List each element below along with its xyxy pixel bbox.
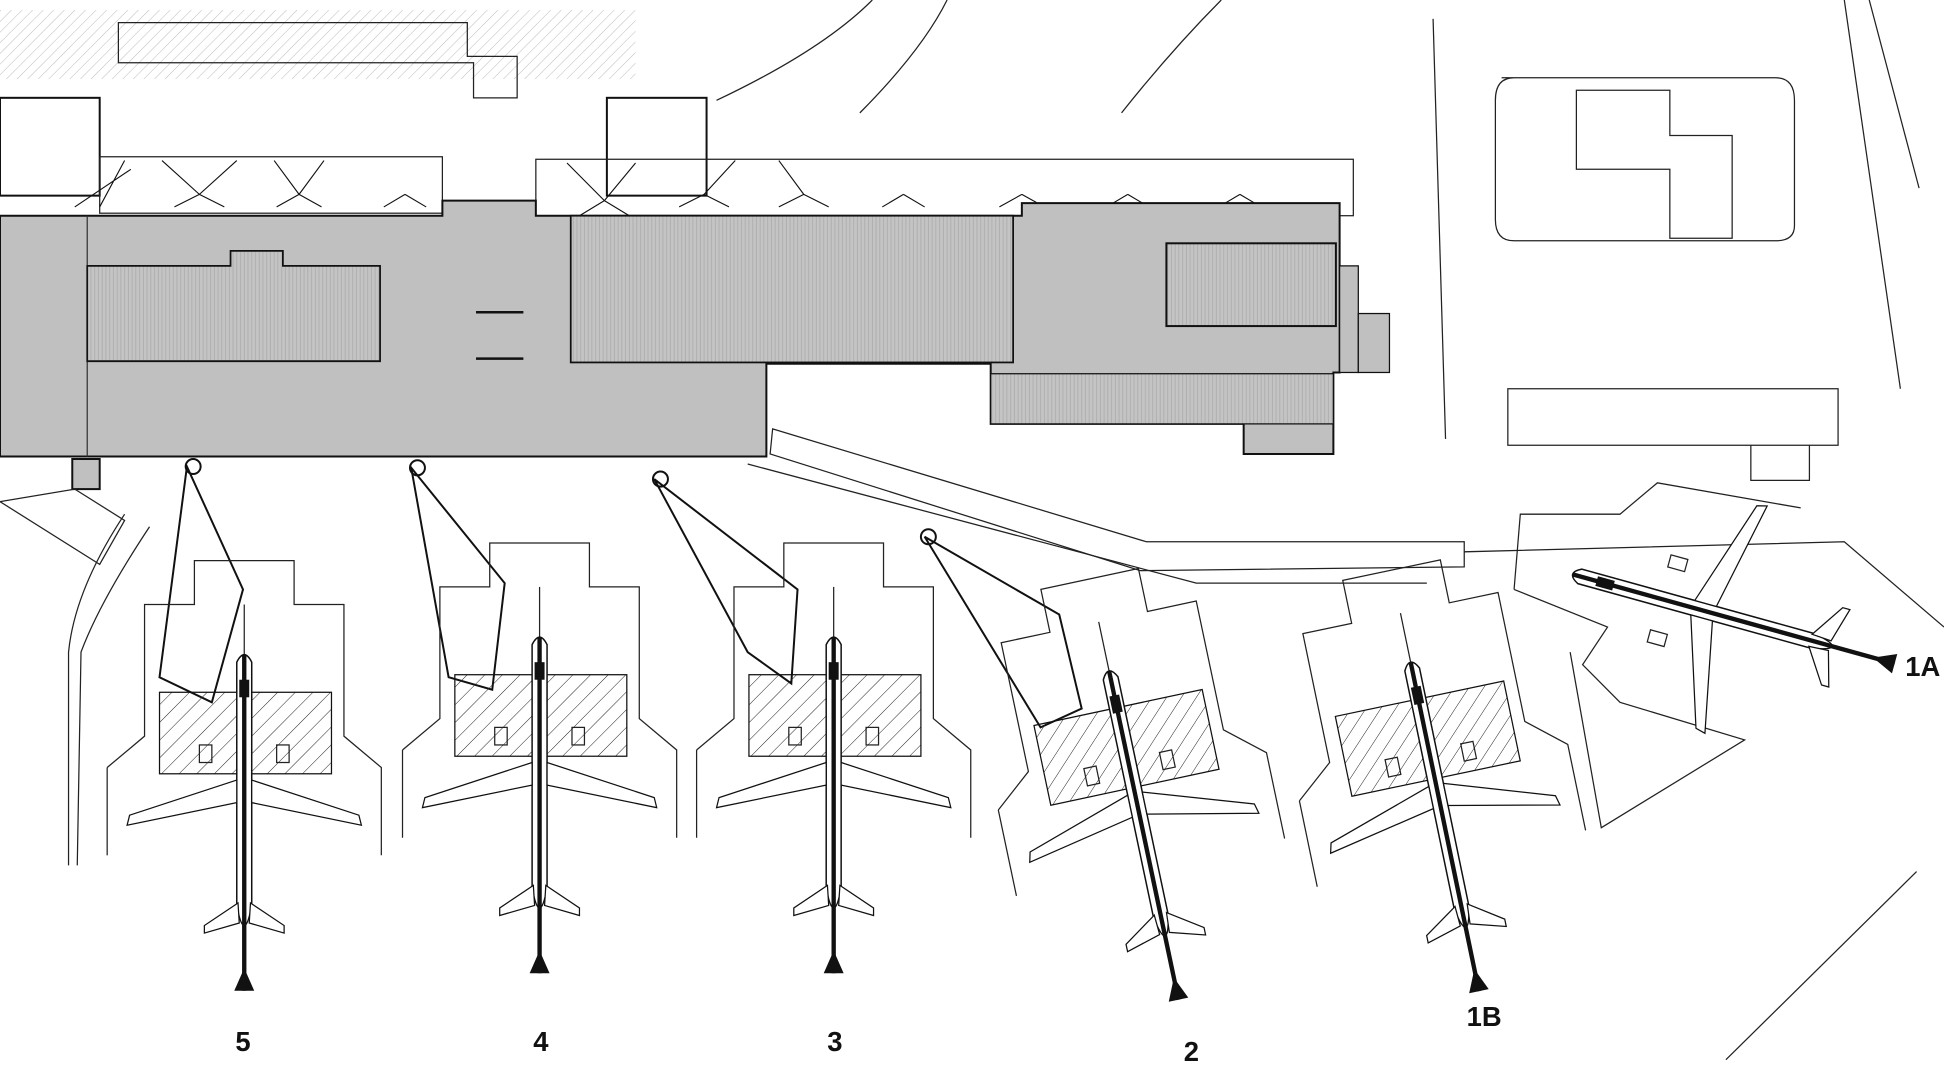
stand-label: 4: [533, 1026, 549, 1057]
stand-3[interactable]: 3: [695, 542, 972, 1057]
apron-edge-line: [1725, 871, 1918, 1061]
terminal-building: [0, 199, 1391, 491]
stand-label: 5: [235, 1026, 250, 1057]
pier-roof: [0, 96, 1354, 217]
stand-label: 2: [1184, 1036, 1199, 1066]
stand-4[interactable]: 4: [401, 542, 678, 1057]
stand-2[interactable]: 2: [954, 549, 1313, 1066]
stand-label: 1B: [1467, 1001, 1502, 1032]
stand-label: 1A: [1905, 651, 1940, 682]
stand-label: 3: [827, 1026, 842, 1057]
stand-5[interactable]: 5: [106, 559, 382, 1057]
connector-corridor: [0, 428, 1944, 866]
stand-1b[interactable]: 1B: [1256, 541, 1613, 1032]
landside-buildings: [0, 0, 1920, 481]
stand-1a[interactable]: 1A: [1513, 461, 1940, 829]
